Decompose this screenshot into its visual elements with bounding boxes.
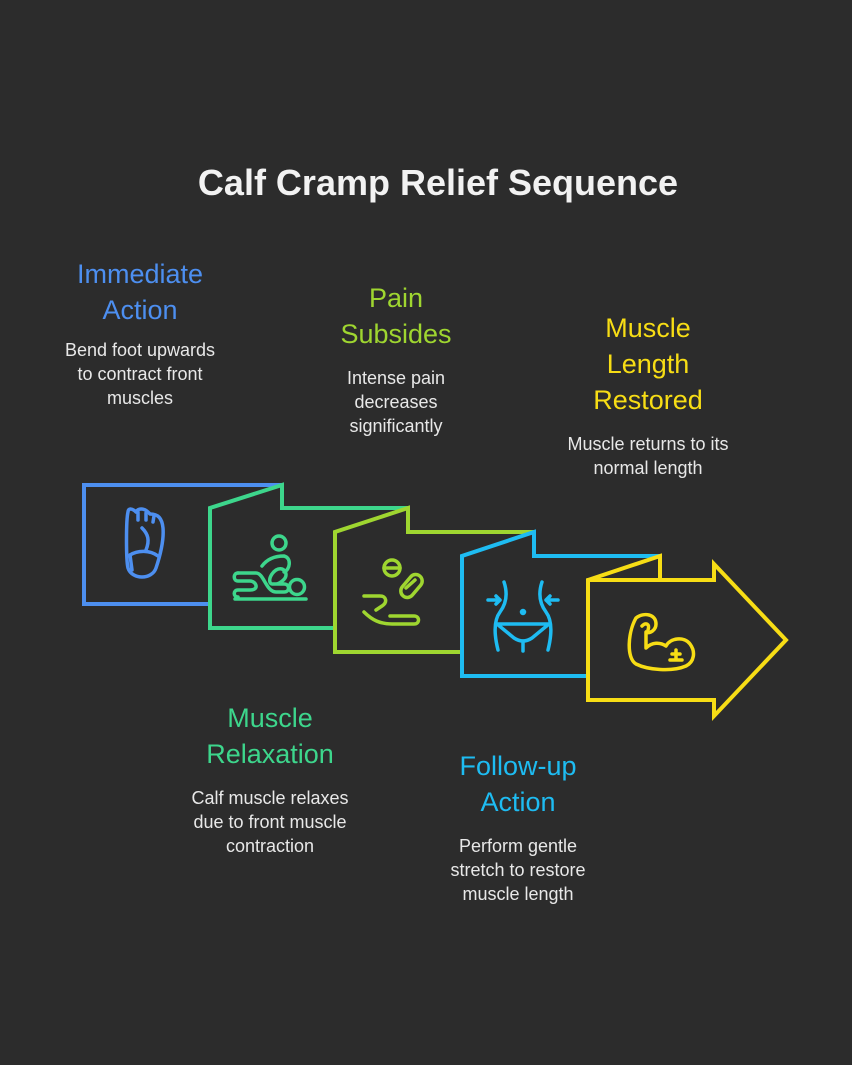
step-description: Intense pain decreases significantly [346, 368, 446, 436]
step-description: Perform gentle stretch to restore muscle… [450, 836, 586, 904]
step-label-immediate-action: Immediate Action Bend foot upwards to co… [40, 256, 240, 410]
pill-hand-icon [362, 558, 424, 626]
step-label-pain-subsides: Pain Subsides Intense pain decreases sig… [296, 280, 496, 438]
step-heading: Pain Subsides [340, 283, 452, 349]
step-heading: Follow-up Action [459, 751, 577, 817]
step-panel-muscle-length-restored [586, 553, 789, 722]
waist-icon [486, 580, 560, 653]
step-description: Bend foot upwards to contract front musc… [64, 340, 216, 408]
step-label-muscle-relaxation: Muscle Relaxation Calf muscle relaxes du… [160, 700, 380, 858]
massage-icon [232, 534, 308, 601]
step-description: Calf muscle relaxes due to front muscle … [191, 788, 349, 856]
diagram-title: Calf Cramp Relief Sequence [197, 162, 679, 203]
step-heading: Muscle Relaxation [206, 703, 334, 769]
step-description: Muscle returns to its normal length [567, 434, 729, 478]
step-heading: Muscle Length Restored [593, 313, 703, 415]
step-heading: Immediate Action [76, 259, 204, 325]
step-label-muscle-length-restored: Muscle Length Restored Muscle returns to… [536, 310, 760, 480]
foot-icon [124, 507, 165, 579]
flexed-arm-icon [627, 612, 696, 672]
step-label-follow-up-action: Follow-up Action Perform gentle stretch … [408, 748, 628, 906]
step-panel-immediate-action [82, 483, 284, 606]
